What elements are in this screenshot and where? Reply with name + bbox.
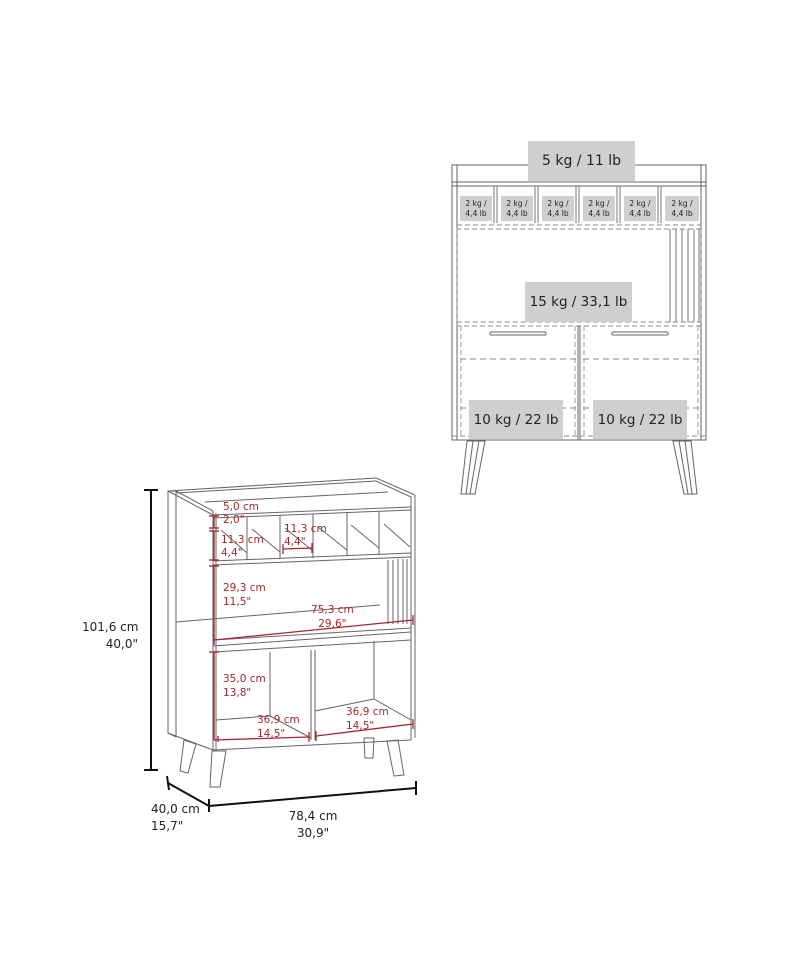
cubby-load-lb: 4,4 lb [588, 208, 610, 218]
right-cabinet-load-text: 10 kg / 22 lb [597, 411, 683, 428]
cubby-load-kg: 2 kg / [547, 198, 569, 208]
cubby-load-lb: 4,4 lb [506, 208, 528, 218]
top-rail-in: 2,0" [223, 514, 245, 526]
perspective-cabinet [167, 477, 416, 788]
overall-height-dimension: 101,6 cm 40,0" [82, 619, 138, 653]
cubby-load-lb: 4,4 lb [671, 208, 693, 218]
cubby-load-label: 2 kg / 4,4 lb [460, 196, 492, 221]
cubby-load-kg: 2 kg / [671, 198, 693, 208]
cubby-height-dimension: 11,3 cm 4,4" [221, 534, 264, 560]
cabinet-height-in: 13,8" [223, 687, 252, 699]
depth-in: 15,7" [151, 819, 184, 833]
cubby-load-label: 2 kg / 4,4 lb [624, 196, 656, 221]
left-cabinet-width-dimension: 36,9 cm 14,5" [257, 713, 300, 741]
overall-height-in: 40,0" [105, 637, 138, 651]
width-cm: 78,4 cm [288, 809, 338, 823]
right-cabinet-width-in: 14,5" [346, 720, 375, 732]
cubby-load-kg: 2 kg / [629, 198, 651, 208]
open-shelf-height-cm: 29,3 cm [223, 582, 266, 594]
cubby-width-dimension: 11,3 cm 4,4" [284, 523, 327, 549]
open-shelf-width-in: 29,6" [318, 618, 347, 630]
cubby-height-in: 4,4" [221, 547, 243, 559]
cubby-load-lb: 4,4 lb [465, 208, 487, 218]
middle-shelf-load-label: 15 kg / 33,1 lb [525, 282, 632, 322]
overall-height-cm: 101,6 cm [82, 620, 139, 634]
cubby-load-kg: 2 kg / [465, 198, 487, 208]
left-cabinet-width-cm: 36,9 cm [257, 714, 300, 726]
cubby-load-kg: 2 kg / [588, 198, 610, 208]
depth-dimension: 40,0 cm 15,7" [151, 801, 200, 835]
open-shelf-height-dimension: 29,3 cm 11,5" [223, 581, 266, 609]
open-shelf-width-dimension: 75,3 cm 29,6" [311, 603, 354, 631]
cubby-load-label: 2 kg / 4,4 lb [501, 196, 533, 221]
open-shelf-width-cm: 75,3 cm [311, 604, 354, 616]
red-dimension-lines [209, 515, 414, 742]
middle-shelf-load-text: 15 kg / 33,1 lb [529, 294, 628, 310]
cabinet-height-dimension: 35,0 cm 13,8" [223, 672, 266, 700]
cubby-height-cm: 11,3 cm [221, 534, 264, 546]
cubby-load-kg: 2 kg / [506, 198, 528, 208]
top-surface-load-label: 5 kg / 11 lb [528, 141, 635, 181]
cubby-width-in: 4,4" [284, 536, 306, 548]
right-cabinet-load-label: 10 kg / 22 lb [593, 400, 687, 439]
top-rail-cm: 5,0 cm [223, 501, 260, 513]
left-cabinet-width-in: 14,5" [257, 728, 286, 740]
cabinet-height-cm: 35,0 cm [223, 673, 266, 685]
depth-cm: 40,0 cm [151, 802, 200, 816]
cubby-load-label: 2 kg / 4,4 lb [583, 196, 615, 221]
width-dimension: 78,4 cm 30,9" [285, 808, 341, 842]
top-surface-load-text: 5 kg / 11 lb [541, 153, 621, 169]
left-cabinet-load-label: 10 kg / 22 lb [469, 400, 563, 439]
cubby-width-cm: 11,3 cm [284, 523, 327, 535]
cubby-load-label: 2 kg / 4,4 lb [665, 196, 699, 221]
width-in: 30,9" [296, 826, 330, 840]
left-cabinet-load-text: 10 kg / 22 lb [473, 411, 559, 428]
right-cabinet-width-dimension: 36,9 cm 14,5" [346, 705, 389, 733]
right-cabinet-width-cm: 36,9 cm [346, 706, 389, 718]
cubby-load-lb: 4,4 lb [547, 208, 569, 218]
cubby-load-lb: 4,4 lb [629, 208, 651, 218]
cubby-load-label: 2 kg / 4,4 lb [542, 196, 574, 221]
top-rail-dimension: 5,0 cm 2,0" [223, 501, 259, 527]
open-shelf-height-in: 11,5" [223, 596, 252, 608]
black-dimension-lines [144, 489, 417, 812]
